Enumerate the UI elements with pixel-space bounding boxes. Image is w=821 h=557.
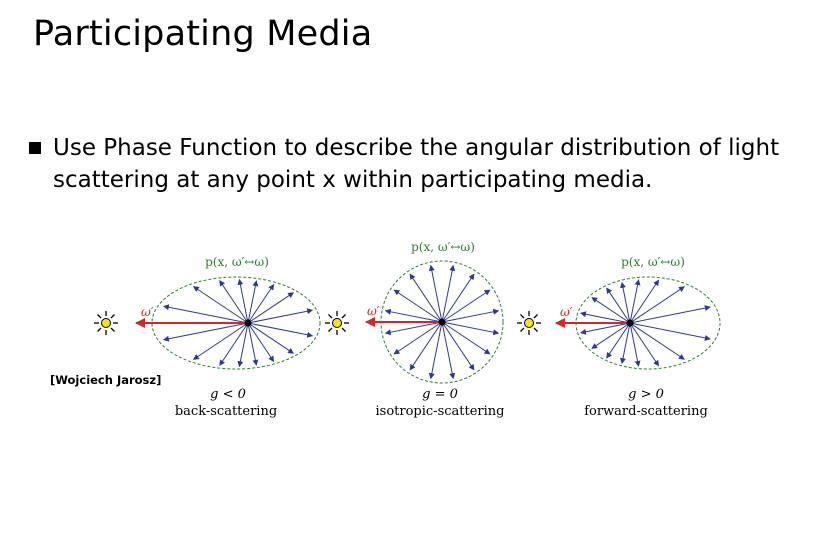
scatter-arrow [629,286,685,324]
light-source-icon [325,311,349,335]
scatter-point [626,319,634,327]
phase-function-label: p(x, ω′↔ω) [205,255,269,269]
scatter-arrow [393,289,443,323]
scatter-arrow [409,273,443,323]
panel-forward-scattering: ω′ p(x, ω′↔ω) g > 0 forward-scattering [517,255,721,419]
scatter-arrow [247,322,259,366]
scatter-arrow [441,308,500,323]
scatter-arrow [629,322,711,341]
scatter-arrow [393,321,443,355]
scatter-arrow [192,286,249,324]
scatter-point [438,318,446,326]
scatter-arrow [441,273,475,323]
scatter-arrow [591,297,631,324]
scatter-arrow [247,322,295,354]
scatter-arrow [237,278,249,324]
scatter-arrow [247,308,314,324]
panel-isotropic-scattering: ω′ p(x, ω′↔ω) g = 0 isotropic-scattering [325,240,504,419]
light-ray [328,314,333,319]
scatter-arrow [428,264,443,323]
light-ray [520,327,525,332]
scatter-arrow [606,322,631,359]
light-ray [341,327,346,332]
incident-direction-label: ω′ [560,305,573,319]
caption-label: forward-scattering [584,404,708,419]
scatter-arrow [579,322,631,335]
scatter-arrow [606,287,631,324]
light-ray [341,314,346,319]
scatter-arrow [441,321,456,380]
light-source-icon [517,311,541,335]
scatter-arrow [441,264,456,323]
scatter-arrow [247,292,295,324]
light-ray [533,314,538,319]
scatter-point [244,319,252,327]
scatter-arrow [441,321,500,336]
scatter-arrow [162,304,249,324]
scatter-arrow [219,279,249,324]
scatter-arrow [384,321,443,336]
scatter-arrow [629,279,660,324]
light-ray [110,327,115,332]
light-ray [328,327,333,332]
scatter-arrow [192,322,249,360]
scatter-arrow [247,283,275,324]
caption-label: isotropic-scattering [376,404,505,419]
bullet-text: Use Phase Function to describe the angul… [53,135,780,193]
scatter-arrow [629,322,641,367]
scatter-arrow [441,321,475,371]
scatter-arrow [629,322,685,360]
slide-title: Participating Media [33,14,373,54]
phase-function-label: p(x, ω′↔ω) [621,255,685,269]
condition-label: g = 0 [422,387,458,402]
condition-label: g < 0 [210,387,246,402]
light-source-icon [94,311,118,335]
light-ray [520,314,525,319]
scatter-arrow [629,322,660,367]
scatter-arrow [441,321,491,355]
scatter-arrow [441,289,491,323]
scatter-arrow [579,311,631,324]
scatter-arrow [219,322,249,367]
scatter-arrow [629,279,641,324]
scatter-rays [162,278,314,368]
image-credit: [Wojciech Jarosz] [50,373,162,387]
scatter-rays [384,264,500,380]
phase-envelope [151,276,321,370]
caption-label: back-scattering [175,404,277,419]
incident-direction-label: ω′ [367,304,380,318]
scatter-arrow [247,280,259,324]
condition-label: g > 0 [628,387,664,402]
scatter-arrow [247,322,314,338]
scatter-arrow [620,322,631,365]
scatter-arrow [162,322,249,342]
light-ray [97,327,102,332]
scatter-rays [579,279,711,367]
scatter-arrow [591,322,631,349]
scatter-arrow [620,281,631,324]
bullet-marker [29,142,41,154]
panel-back-scattering: ω′ p(x, ω′↔ω) g < 0 back-scattering [94,255,321,419]
scatter-arrow [247,322,275,363]
scatter-arrow [428,321,443,380]
scatter-arrow [384,308,443,323]
phase-function-label: p(x, ω′↔ω) [411,240,475,254]
light-ray [110,314,115,319]
scatter-arrow [409,321,443,371]
scatter-arrow [629,305,711,324]
scatter-arrow [237,322,249,368]
light-ray [533,327,538,332]
incident-direction-label: ω′ [141,305,154,319]
light-ray [97,314,102,319]
